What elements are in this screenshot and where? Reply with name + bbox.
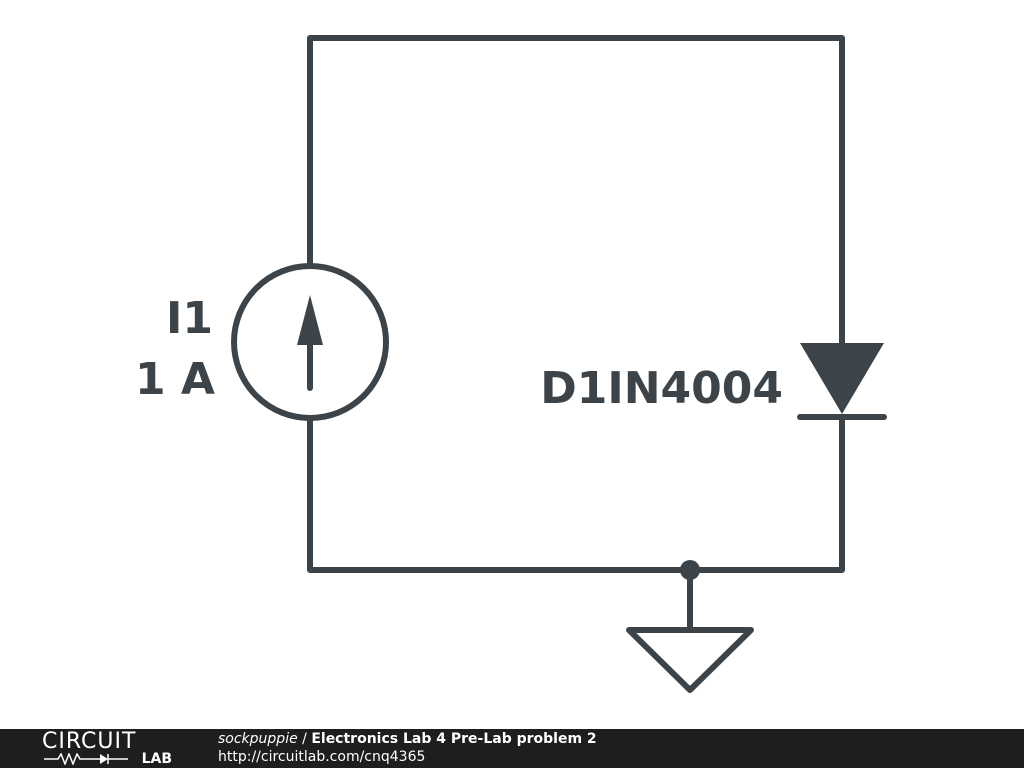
resistor-diode-logo-icon bbox=[44, 753, 128, 765]
author-link[interactable]: sockpuppie bbox=[218, 731, 298, 747]
diode-label: D1IN4004 bbox=[540, 363, 783, 414]
ground-symbol[interactable] bbox=[626, 567, 754, 693]
current-source-circle bbox=[231, 263, 389, 421]
source-name-label: I1 bbox=[166, 293, 213, 344]
circuit-meta-line: sockpuppie / Electronics Lab 4 Pre-Lab p… bbox=[218, 731, 597, 747]
meta-separator: / bbox=[297, 731, 312, 747]
wire-top-loop bbox=[307, 35, 845, 348]
footer-bar: CIRCUIT LAB sockpuppie / Electronics Lab… bbox=[0, 729, 1024, 768]
circuitlab-logo[interactable]: CIRCUIT LAB bbox=[42, 729, 176, 767]
diode-triangle-icon bbox=[800, 343, 884, 414]
wire-bottom-loop bbox=[307, 414, 845, 573]
circuit-url-link[interactable]: http://circuitlab.com/cnq4365 bbox=[218, 749, 426, 765]
current-arrow-head-icon bbox=[297, 295, 323, 345]
circuit-title[interactable]: Electronics Lab 4 Pre-Lab problem 2 bbox=[311, 731, 597, 747]
logo-text-top: CIRCUIT bbox=[42, 729, 137, 754]
ground-triangle-icon bbox=[626, 627, 754, 693]
logo-text-bottom: LAB bbox=[141, 751, 172, 767]
current-source-i1[interactable] bbox=[231, 263, 389, 421]
source-value-label: 1 A bbox=[135, 354, 215, 405]
schematic: I1 1 A D1IN4004 bbox=[135, 35, 887, 693]
diode-d1[interactable] bbox=[797, 343, 887, 420]
